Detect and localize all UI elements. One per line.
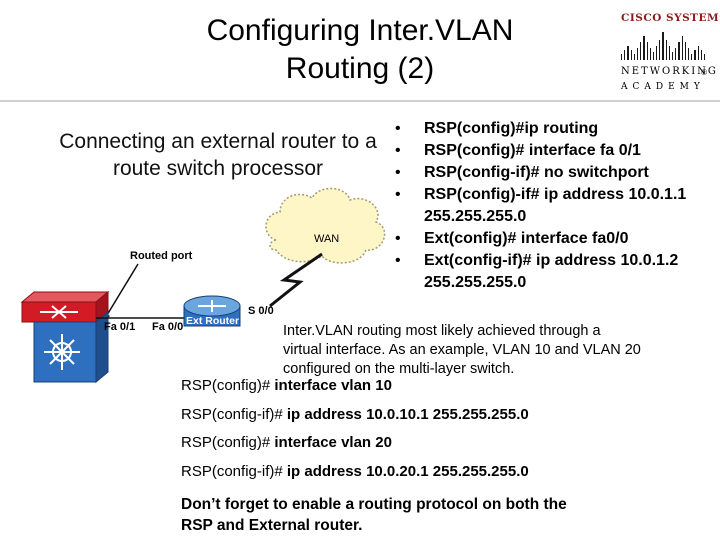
routing-protocol-reminder: Don’t forget to enable a routing protoco… <box>181 496 567 534</box>
fa01-label: Fa 0/1 <box>104 321 135 333</box>
wan-label: WAN <box>314 233 339 245</box>
diagram-caption-line-1: Connecting an external router to a <box>59 130 377 153</box>
command-list: RSP(config)#ip routing RSP(config)# inte… <box>395 118 715 294</box>
diagram-caption: Connecting an external router to a route… <box>48 128 388 182</box>
logo-academy: Academy <box>621 82 705 92</box>
command-item: RSP(config-if)# no switchport <box>395 162 715 184</box>
routed-port-arrow <box>103 263 139 321</box>
config-prefix: RSP(config)# <box>181 434 275 451</box>
config-line: RSP(config)# interface vlan 20 <box>181 434 392 452</box>
cisco-academy-logo: Cisco Systems Networking Academy ® <box>617 12 720 98</box>
wan-cloud-icon <box>265 187 386 264</box>
config-prefix: RSP(config)# <box>181 377 275 394</box>
config-command: ip address 10.0.10.1 255.255.255.0 <box>286 406 529 423</box>
config-command: ip address 10.0.20.1 255.255.255.0 <box>286 463 529 480</box>
title-line-2: Routing (2) <box>285 52 435 85</box>
routed-port-label: Routed port <box>130 250 193 262</box>
logo-bars <box>621 30 706 60</box>
command-item: RSP(config)# interface fa 0/1 <box>395 140 715 162</box>
logo-networking: Networking <box>621 66 718 77</box>
config-command: interface vlan 20 <box>274 434 392 451</box>
config-line: RSP(config-if)# ip address 10.0.10.1 255… <box>181 406 529 424</box>
serial-link-icon <box>269 252 323 308</box>
intervlan-note: Inter.VLAN routing most likely achieved … <box>283 323 641 377</box>
command-item: Ext(config-if)# ip address 10.0.1.2 255.… <box>395 250 715 294</box>
logo-brand: Cisco Systems <box>621 12 720 24</box>
command-item: Ext(config)# interface fa0/0 <box>395 228 715 250</box>
ext-router-label: Ext Router <box>186 315 239 327</box>
multilayer-switch-icon <box>20 290 110 384</box>
config-prefix: RSP(config-if)# <box>181 463 287 480</box>
slide-title: Configuring Inter.VLAN Routing (2) <box>150 12 570 88</box>
title-line-1: Configuring Inter.VLAN <box>206 14 514 47</box>
command-item: RSP(config)#ip routing <box>395 118 715 140</box>
config-line: RSP(config)# interface vlan 10 <box>181 377 392 395</box>
command-item: RSP(config)-if# ip address 10.0.1.1 255.… <box>395 184 715 228</box>
fa00-label: Fa 0/0 <box>152 321 183 333</box>
s00-label: S 0/0 <box>248 305 274 317</box>
config-line: RSP(config-if)# ip address 10.0.20.1 255… <box>181 463 529 481</box>
diagram-caption-line-2: route switch processor <box>112 157 324 180</box>
config-prefix: RSP(config-if)# <box>181 406 287 423</box>
config-command: interface vlan 10 <box>274 377 392 394</box>
logo-trademark: ® <box>701 68 707 77</box>
slide-header: Configuring Inter.VLAN Routing (2) Cisco… <box>0 0 720 102</box>
router-icon <box>183 295 241 327</box>
